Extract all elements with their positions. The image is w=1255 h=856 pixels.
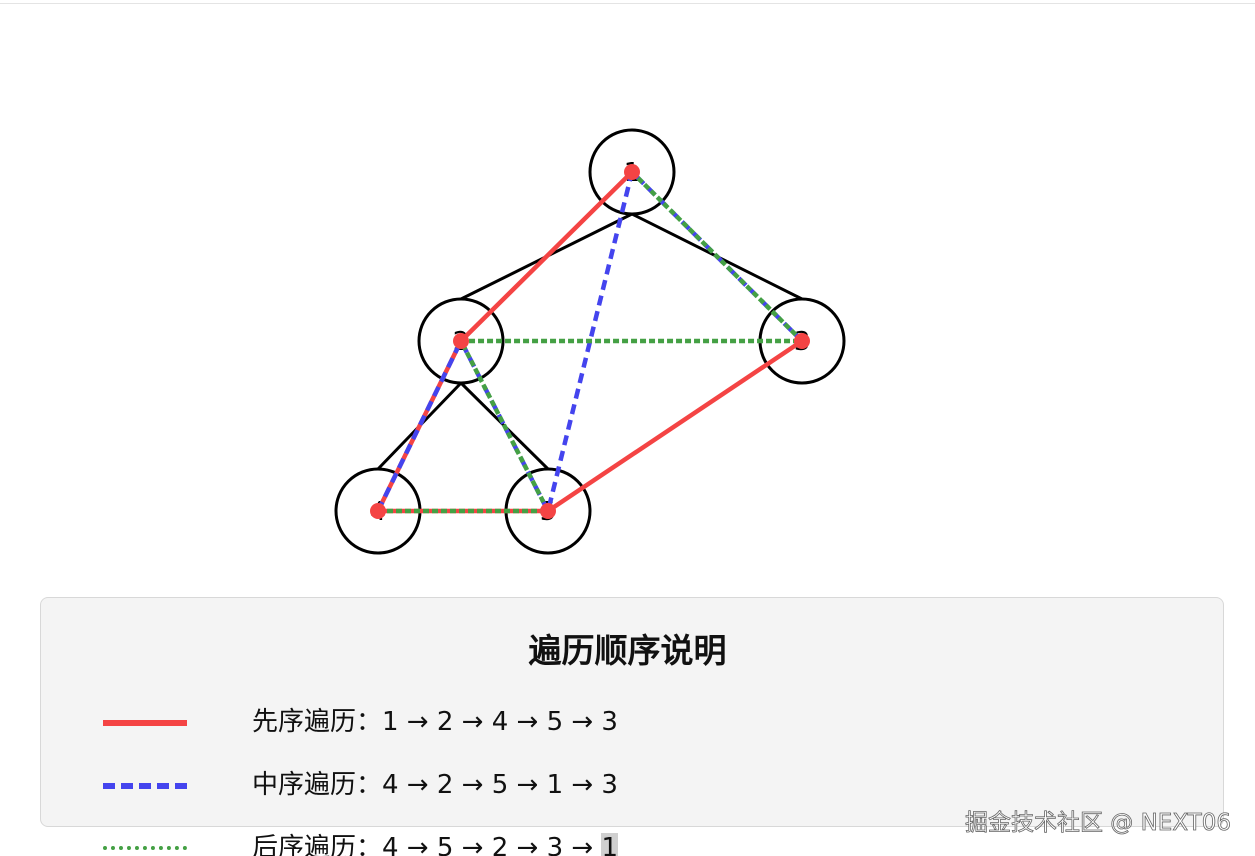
legend-item-inorder: 中序遍历：4 → 2 → 5 → 1 → 3: [0, 765, 700, 805]
legend-item-preorder: 先序遍历：1 → 2 → 4 → 5 → 3: [0, 702, 700, 742]
node-marker-dot: [540, 503, 556, 519]
legend-item-postorder: 后序遍历：4 → 5 → 2 → 3 → 1: [0, 828, 700, 856]
dashed-line-swatch: [103, 783, 187, 789]
watermark: 掘金技术社区 @ NEXT06: [964, 810, 1232, 837]
selected-text[interactable]: 1: [601, 833, 618, 856]
legend-label-text: 后序遍历：4 → 5 → 2 → 3 →: [252, 833, 602, 856]
tree-node: [588, 128, 676, 216]
legend-label: 先序遍历：1 → 2 → 4 → 5 → 3: [252, 707, 618, 737]
top-border: [0, 0, 1255, 4]
dotted-line-swatch: [103, 846, 187, 850]
node-marker-dot: [624, 164, 640, 180]
legend-label: 中序遍历：4 → 2 → 5 → 1 → 3: [252, 770, 618, 800]
binary-tree-diagram: 12345: [334, 128, 846, 555]
tree-node: [417, 297, 505, 385]
node-marker-dot: [794, 333, 810, 349]
legend-label: 后序遍历：4 → 5 → 2 → 3 → 1: [252, 828, 618, 856]
legend-panel: [40, 597, 1224, 827]
inorder-path: [375, 169, 804, 514]
solid-line-swatch: [103, 720, 187, 726]
node-marker-dot: [370, 503, 386, 519]
legend-title: 遍历顺序说明: [528, 631, 727, 670]
node-marker-dot: [453, 333, 469, 349]
